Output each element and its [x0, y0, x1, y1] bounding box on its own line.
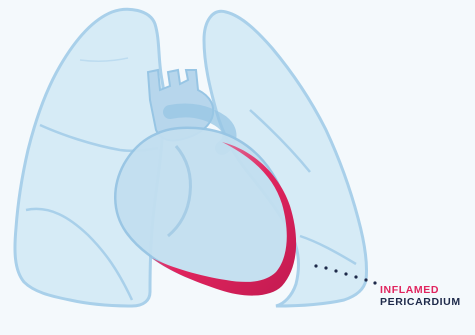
label-pericardium: PERICARDIUM: [380, 296, 461, 308]
pericardium-label: INFLAMED PERICARDIUM: [380, 284, 461, 308]
label-inflamed: INFLAMED: [380, 284, 461, 296]
